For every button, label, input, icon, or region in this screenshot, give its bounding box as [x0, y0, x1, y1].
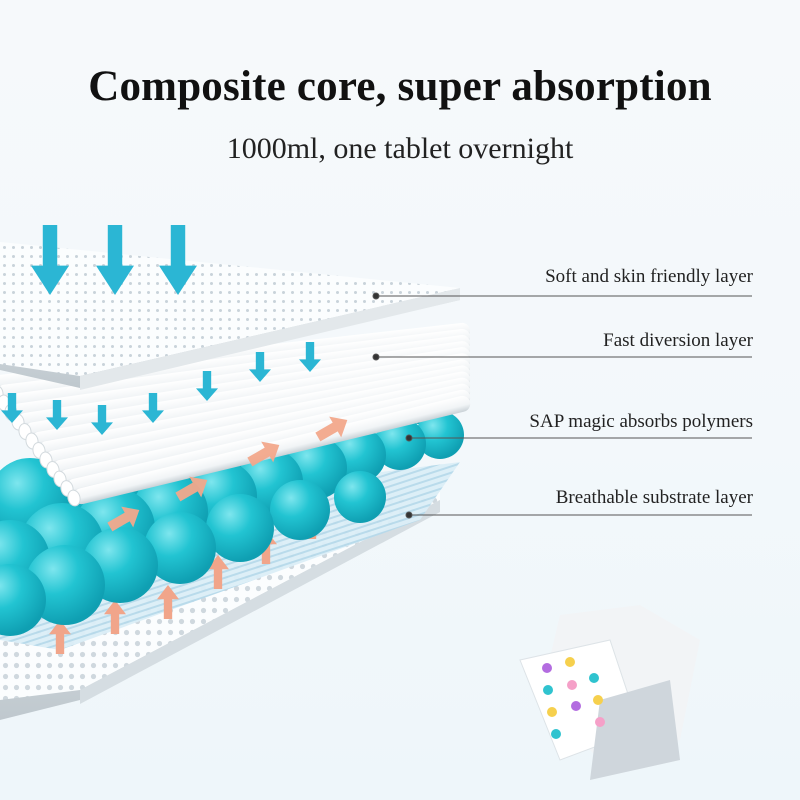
sap-bead: [334, 471, 386, 523]
leader-dot: [372, 353, 380, 361]
leader-lines: [372, 292, 752, 519]
bead-arrow-icon: [247, 441, 280, 467]
page-subtitle: 1000ml, one tablet overnight: [226, 132, 574, 165]
down-arrow-icon: [91, 405, 113, 435]
down-arrow-icon: [96, 225, 134, 295]
up-arrow-icon: [104, 600, 126, 634]
bead-arrow-icon: [107, 506, 140, 532]
down-arrow-icon: [142, 393, 164, 423]
down-arrow-icon: [196, 371, 218, 401]
bead-arrow-shape: [247, 441, 280, 467]
page-title: Composite core, super absorption: [88, 63, 712, 110]
downward-arrows: [1, 225, 321, 435]
layer-label-breathable: Breathable substrate layer: [555, 487, 753, 508]
down-arrow-icon: [31, 225, 69, 295]
down-arrow-icon: [249, 352, 271, 382]
bead-arrows: [107, 416, 348, 532]
down-arrow-icon: [299, 342, 321, 372]
layer-label-sap: SAP magic absorbs polymers: [529, 411, 753, 432]
up-arrow-icon: [207, 555, 229, 589]
up-arrow-icon: [49, 620, 71, 654]
leader-dot: [372, 292, 380, 300]
layer-label-soft: Soft and skin friendly layer: [545, 266, 753, 287]
layer-label-diversion: Fast diversion layer: [603, 330, 753, 351]
sap-bead: [374, 418, 426, 470]
fast-diversion-layer: [0, 322, 471, 507]
sap-bead: [144, 512, 216, 584]
sap-bead: [270, 480, 330, 540]
down-arrow-icon: [1, 393, 23, 423]
bead-arrow-shape: [107, 506, 140, 532]
down-arrow-icon: [159, 225, 197, 295]
up-arrow-icon: [157, 585, 179, 619]
tube-end: [67, 489, 81, 507]
bead-arrow-icon: [315, 416, 348, 442]
diaper-illustration: [519, 605, 700, 780]
bead-arrow-shape: [315, 416, 348, 442]
sap-bead: [416, 411, 464, 459]
leader-dot: [405, 434, 413, 442]
sap-bead: [206, 494, 274, 562]
leader-dot: [405, 511, 413, 519]
sap-bead: [0, 564, 46, 636]
bead-arrow-icon: [175, 476, 208, 502]
down-arrow-icon: [46, 400, 68, 430]
bead-arrow-shape: [175, 476, 208, 502]
